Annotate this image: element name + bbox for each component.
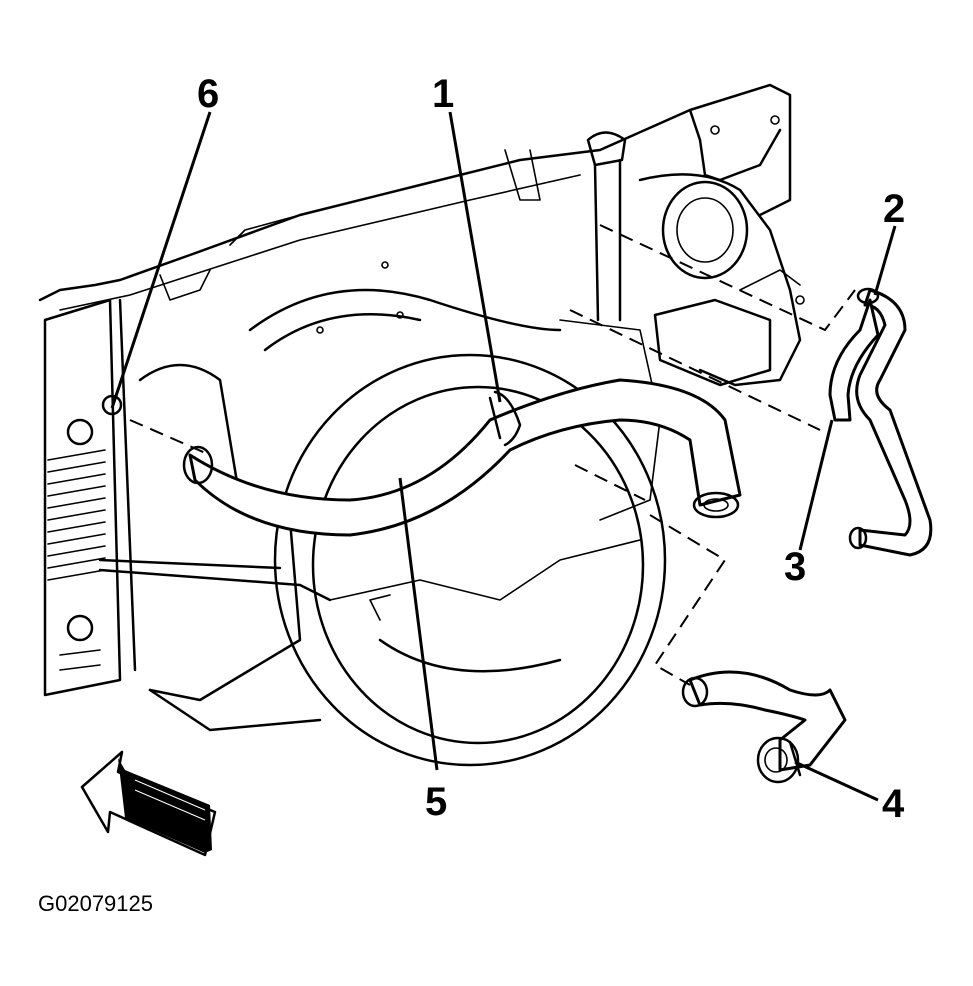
front-direction-arrow <box>80 750 217 857</box>
callout-3: 3 <box>784 545 806 589</box>
radiator-support-structure <box>38 83 805 387</box>
lower-radiator-hose <box>681 670 847 784</box>
alignment-lines <box>129 224 856 686</box>
callout-4: 4 <box>882 782 905 826</box>
callout-5: 5 <box>425 780 447 824</box>
upper-radiator-hose <box>182 378 742 537</box>
figure-id: G02079125 <box>38 891 153 916</box>
overflow-hose <box>828 287 933 557</box>
callout-2: 2 <box>883 187 905 231</box>
leader-lines <box>110 111 897 802</box>
callout-1: 1 <box>432 72 454 116</box>
fan-shroud <box>138 149 667 767</box>
callout-6: 6 <box>197 72 219 116</box>
radiator-core <box>43 298 332 697</box>
